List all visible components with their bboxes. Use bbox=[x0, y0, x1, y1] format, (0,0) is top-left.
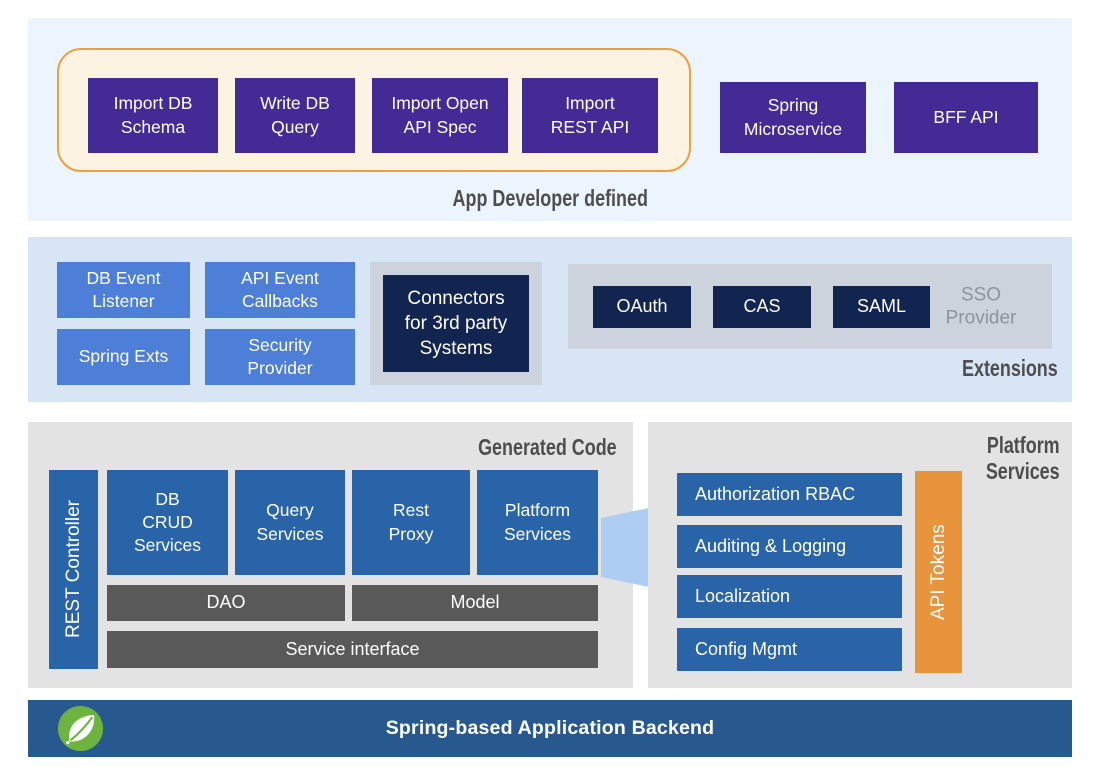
service-interface-box: Service interface bbox=[107, 631, 598, 668]
security-provider-box: Security Provider bbox=[205, 329, 355, 385]
cas-label: CAS bbox=[743, 296, 781, 317]
bff-api-label: BFF API bbox=[933, 106, 999, 127]
spring-microservice-box: Spring Microservice bbox=[720, 82, 866, 153]
saml-label: SAML bbox=[856, 296, 907, 317]
spring-backend-bar: Spring-based Application Backend bbox=[28, 700, 1072, 757]
authorization-rbac-box: Authorization RBAC bbox=[677, 473, 902, 516]
localization-box: Localization bbox=[677, 575, 902, 618]
spring-leaf-icon bbox=[57, 705, 104, 752]
platform-services-panel: Platform Services Authorization RBAC Aud… bbox=[648, 422, 1072, 688]
import-open-api-spec-box: Import Open API Spec bbox=[372, 78, 508, 153]
model-label: Model bbox=[450, 592, 500, 613]
connectors-container: Connectors for 3rd party Systems bbox=[370, 262, 542, 385]
app-developer-heading-row: App Developer defined bbox=[28, 185, 1072, 211]
cas-box: CAS bbox=[713, 286, 811, 328]
bff-api-box: BFF API bbox=[894, 82, 1038, 153]
api-event-callbacks-label: API Event Callbacks bbox=[241, 267, 319, 311]
api-event-callbacks-box: API Event Callbacks bbox=[205, 262, 355, 318]
extensions-heading-row: Extensions bbox=[935, 355, 1058, 381]
saml-box: SAML bbox=[833, 286, 930, 328]
dao-label: DAO bbox=[206, 592, 246, 613]
platform-services-generated-box: Platform Services bbox=[477, 470, 598, 575]
query-services-label: Query Services bbox=[256, 500, 324, 544]
generated-code-heading-row: Generated Code bbox=[439, 434, 617, 460]
write-db-query-label: Write DB Query bbox=[260, 93, 330, 137]
platform-services-generated-label: Platform Services bbox=[503, 500, 572, 544]
import-rest-api-box: Import REST API bbox=[522, 78, 658, 153]
generated-code-heading: Generated Code bbox=[478, 434, 617, 460]
extensions-section: DB Event Listener API Event Callbacks Sp… bbox=[28, 237, 1072, 402]
spring-microservice-label: Spring Microservice bbox=[743, 95, 843, 139]
auditing-logging-label: Auditing & Logging bbox=[695, 535, 847, 556]
app-developer-section: Import DB Schema Write DB Query Import O… bbox=[28, 18, 1072, 221]
security-provider-label: Security Provider bbox=[247, 334, 313, 378]
config-mgmt-label: Config Mgmt bbox=[695, 638, 798, 659]
platform-services-heading-row: Platform Services bbox=[965, 432, 1060, 485]
localization-label: Localization bbox=[695, 585, 791, 606]
rest-controller-label: REST Controller bbox=[62, 500, 84, 639]
connectors-3rd-party-box: Connectors for 3rd party Systems bbox=[383, 275, 529, 372]
app-developer-defined-heading: App Developer defined bbox=[452, 185, 648, 211]
write-db-query-box: Write DB Query bbox=[235, 78, 355, 153]
rest-controller-box: REST Controller bbox=[49, 470, 98, 669]
db-event-listener-label: DB Event Listener bbox=[86, 267, 161, 311]
import-db-schema-label: Import DB Schema bbox=[113, 93, 193, 137]
spring-exts-label: Spring Exts bbox=[78, 346, 169, 367]
api-tokens-label: API Tokens bbox=[927, 524, 949, 620]
extensions-heading: Extensions bbox=[962, 355, 1058, 381]
spring-exts-box: Spring Exts bbox=[57, 329, 190, 385]
db-crud-services-box: DB CRUD Services bbox=[107, 470, 228, 575]
spring-backend-label: Spring-based Application Backend bbox=[385, 717, 715, 739]
model-box: Model bbox=[352, 585, 598, 621]
import-open-api-spec-label: Import Open API Spec bbox=[391, 93, 489, 137]
import-rest-api-label: Import REST API bbox=[550, 93, 630, 137]
generated-code-panel: Generated Code REST Controller DB CRUD S… bbox=[28, 422, 633, 688]
connectors-3rd-party-label: Connectors for 3rd party Systems bbox=[404, 287, 508, 360]
oauth-box: OAuth bbox=[593, 286, 691, 328]
dao-box: DAO bbox=[107, 585, 345, 621]
auditing-logging-box: Auditing & Logging bbox=[677, 525, 902, 568]
sso-provider-container: OAuth CAS SAML SSO Provider bbox=[568, 264, 1052, 349]
sso-provider-label: SSO Provider bbox=[945, 283, 1017, 329]
api-tokens-box: API Tokens bbox=[915, 471, 962, 673]
config-mgmt-box: Config Mgmt bbox=[677, 628, 902, 671]
rest-proxy-box: Rest Proxy bbox=[352, 470, 470, 575]
service-interface-label: Service interface bbox=[285, 638, 420, 659]
rest-proxy-label: Rest Proxy bbox=[388, 500, 434, 544]
authorization-rbac-label: Authorization RBAC bbox=[695, 483, 856, 504]
platform-services-heading: Platform Services bbox=[986, 432, 1060, 485]
db-event-listener-box: DB Event Listener bbox=[57, 262, 190, 318]
db-crud-services-label: DB CRUD Services bbox=[133, 488, 202, 556]
query-services-box: Query Services bbox=[235, 470, 345, 575]
import-db-schema-box: Import DB Schema bbox=[88, 78, 218, 153]
oauth-label: OAuth bbox=[616, 296, 668, 317]
